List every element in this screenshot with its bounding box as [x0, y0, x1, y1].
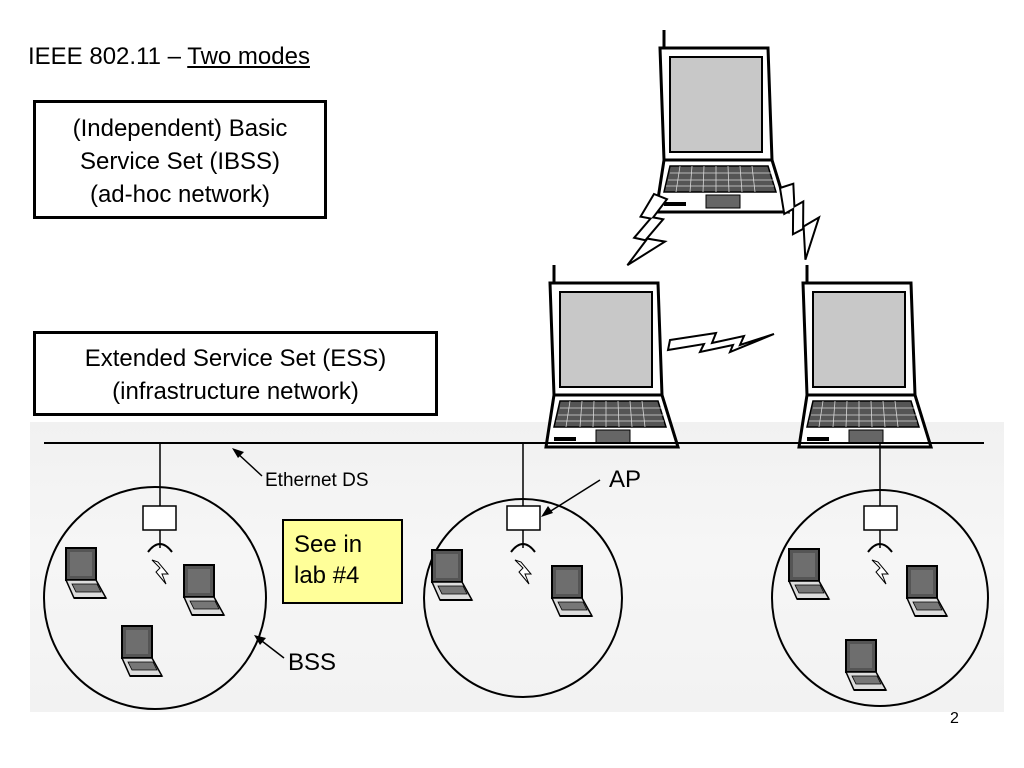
access-point-3	[863, 505, 898, 585]
ibss-line-3: (ad-hoc network)	[89, 181, 271, 208]
bss3-laptop-bottom	[845, 639, 887, 691]
radio-link-bolt-right	[775, 178, 832, 263]
title-prefix: IEEE 802.11 –	[28, 43, 188, 70]
bss3-laptop-left	[788, 548, 830, 600]
bss1-laptop-right	[183, 564, 225, 616]
access-point-2	[506, 505, 541, 585]
lab-note-callout: See in lab #4	[282, 519, 403, 604]
ibss-label-box: (Independent) Basic Service Set (IBSS) (…	[33, 100, 327, 219]
slide-title: IEEE 802.11 – Two modes	[28, 42, 310, 72]
radio-link-bolt-horizontal	[666, 331, 775, 354]
ethernet-label-arrow	[232, 448, 263, 477]
lab-note-line-1: See in	[294, 531, 363, 558]
ibss-laptop-left	[544, 263, 680, 449]
ibss-laptop-right	[797, 263, 933, 449]
bss-label: BSS	[288, 649, 336, 676]
ibss-laptop-top	[654, 28, 790, 214]
bss-label-arrow	[254, 635, 285, 659]
ibss-line-2: Service Set (IBSS)	[79, 148, 281, 175]
title-emphasis: Two modes	[187, 43, 310, 70]
bss2-laptop-left	[431, 549, 473, 601]
bss-circle-1	[43, 486, 267, 710]
bss3-laptop-right	[906, 565, 948, 617]
bss2-laptop-right	[551, 565, 593, 617]
bss-circle-2	[423, 498, 623, 698]
ess-line-2: (infrastructure network)	[112, 378, 359, 405]
bss1-laptop-left	[65, 547, 107, 599]
slide-number: 2	[950, 710, 959, 727]
bss-circle-3	[771, 489, 989, 707]
ibss-line-1: (Independent) Basic	[72, 115, 288, 142]
ethernet-ds-label: Ethernet DS	[265, 470, 369, 491]
access-point-1	[142, 505, 177, 585]
ap-label: AP	[609, 466, 641, 493]
ap-label-arrow	[541, 479, 601, 517]
ess-label-box: Extended Service Set (ESS) (infrastructu…	[33, 331, 438, 416]
ess-line-1: Extended Service Set (ESS)	[84, 345, 387, 372]
bss1-laptop-bottom	[121, 625, 163, 677]
lab-note-line-2: lab #4	[294, 562, 360, 589]
